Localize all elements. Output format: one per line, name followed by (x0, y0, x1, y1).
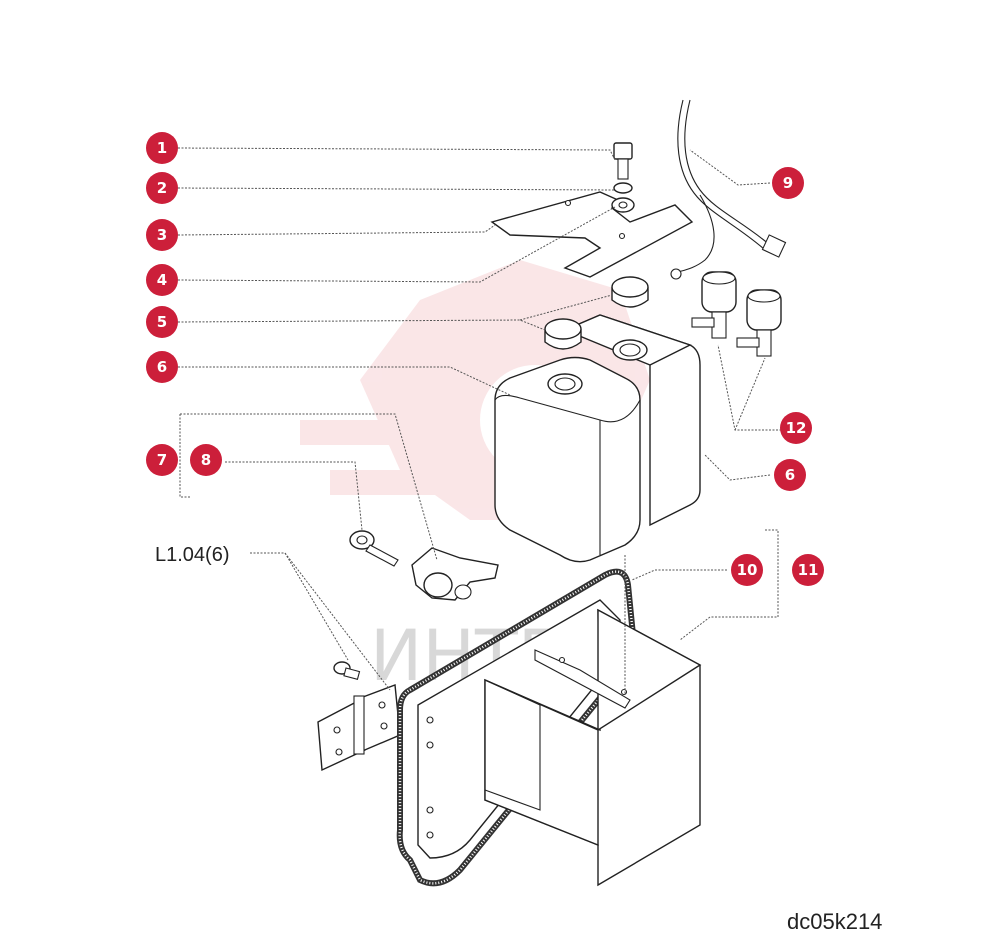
cam-lock (411, 547, 499, 601)
tank-cap (544, 318, 582, 350)
callout-10: 10 (731, 554, 763, 586)
washer-pump (691, 271, 737, 339)
callout-12: 12 (780, 412, 812, 444)
washer-tank-rear (562, 314, 701, 527)
svg-text:6: 6 (157, 358, 167, 376)
svg-text:1: 1 (157, 139, 167, 157)
svg-text:12: 12 (786, 419, 807, 437)
washer-tank-front (494, 356, 641, 563)
callout-7: 7 (146, 444, 178, 476)
gasket (396, 568, 639, 887)
spring-washer (613, 182, 633, 194)
callout-2: 2 (146, 172, 178, 204)
callout-9: 9 (772, 167, 804, 199)
lock-key (349, 530, 399, 567)
callout-8: 8 (190, 444, 222, 476)
callout-1: 1 (146, 132, 178, 164)
callout-5: 5 (146, 306, 178, 338)
svg-text:3: 3 (157, 226, 167, 244)
leader-lines (177, 147, 785, 691)
svg-text:5: 5 (157, 313, 167, 331)
svg-text:4: 4 (157, 271, 167, 289)
bolt (613, 142, 633, 180)
wiring-harness (670, 99, 787, 280)
svg-text:7: 7 (157, 451, 167, 469)
drawing-code: dc05k214 (787, 909, 882, 934)
callout-6-rear: 6 (774, 459, 806, 491)
hinge (317, 684, 401, 772)
svg-text:6: 6 (785, 466, 795, 484)
callout-6-front: 6 (146, 351, 178, 383)
svg-text:11: 11 (798, 561, 819, 579)
svg-text:10: 10 (737, 561, 758, 579)
svg-text:9: 9 (783, 174, 793, 192)
svg-text:2: 2 (157, 179, 167, 197)
svg-text:8: 8 (201, 451, 211, 469)
reference-label: L1.04(6) (155, 544, 230, 566)
callout-11: 11 (792, 554, 824, 586)
tank-cap (611, 276, 649, 308)
screw (333, 661, 361, 681)
tank-housing (484, 608, 702, 887)
washer-pump (736, 289, 782, 357)
callout-4: 4 (146, 264, 178, 296)
callout-3: 3 (146, 219, 178, 251)
